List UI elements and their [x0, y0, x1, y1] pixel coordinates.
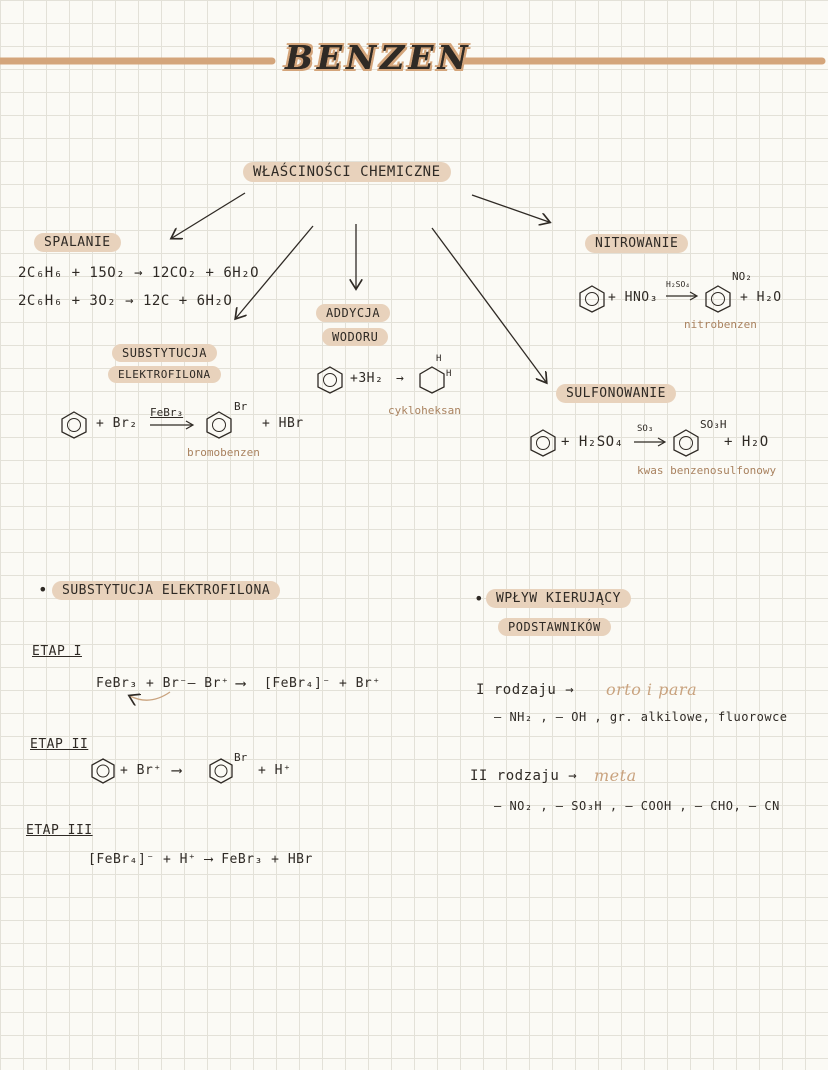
reaction-arrow-icon	[634, 437, 667, 447]
nitrowanie-product: + H₂O	[740, 290, 782, 305]
note-kwas-benzenosulfonowy: kwas benzenosulfonowy	[637, 464, 777, 477]
label-addycja-2: WODORU	[322, 328, 389, 346]
rodzaj-2-list: – NO₂ , – SO₃H , – COOH , – CHO, – CN	[494, 799, 780, 813]
etap-3-equation: [FeBr₄]⁻ + H⁺ ⟶ FeBr₃ + HBr	[88, 852, 313, 867]
substituent-so3h: SO₃H	[700, 418, 727, 431]
equation-spalanie-2: 2C₆H₆ + 3O₂ → 12C + 6H₂O	[18, 293, 233, 309]
label-sulfonowanie: SULFONOWANIE	[556, 384, 676, 403]
benzene-ring-icon	[705, 285, 731, 313]
etap-1-label: ETAP I	[32, 644, 82, 659]
addycja-arrow: →	[396, 371, 405, 386]
note-cykloheksan: cykloheksan	[388, 404, 461, 417]
substituent-no2: NO₂	[732, 270, 752, 283]
benzene-ring-icon	[579, 285, 605, 313]
section-heading-wplyw-1: WPŁYW KIERUJĄCY	[486, 589, 631, 608]
benzene-ring-icon	[317, 366, 343, 394]
etap-2-right: + H⁺	[258, 763, 292, 778]
substituent-br: Br	[234, 751, 248, 764]
reaction-arrow-icon	[150, 420, 195, 430]
note-nitrobenzen: nitrobenzen	[684, 318, 757, 331]
substytucja-reactant: + Br₂	[96, 416, 138, 431]
rodzaj-1-list: – NH₂ , – OH , gr. alkilowe, fluorowce	[494, 710, 788, 724]
label-spalanie: SPALANIE	[34, 233, 121, 252]
etap-1-left: FeBr₃ + Br⁻– Br⁺	[96, 676, 230, 691]
nitrowanie-reactant: + HNO₃	[608, 290, 658, 305]
etap-2-label: ETAP II	[30, 737, 89, 752]
addycja-reactant: +3H₂	[350, 371, 384, 386]
sulfonowanie-product: + H₂O	[724, 434, 769, 450]
label-nitrowanie: NITROWANIE	[585, 234, 689, 253]
label-substytucja-2: ELEKTROFILONA	[108, 366, 221, 383]
bullet: •	[474, 589, 485, 608]
label-addycja-1: ADDYCJA	[316, 304, 391, 322]
etap-3-label: ETAP III	[26, 823, 93, 838]
substytucja-product: + HBr	[262, 416, 304, 431]
sulfonowanie-catalyst: SO₃	[637, 424, 654, 434]
page-title: BENZEN	[285, 38, 472, 77]
note-bromobenzen: bromobenzen	[187, 446, 260, 459]
section-heading-substytucja: SUBSTYTUCJA ELEKTROFILONA	[52, 581, 281, 600]
etap-2-arrow: ⟶	[172, 761, 182, 779]
substytucja-catalyst: FeBr₃	[150, 406, 184, 419]
benzene-ring-icon	[91, 758, 115, 784]
nitrowanie-catalyst: H₂SO₄	[666, 280, 691, 289]
label-substytucja-1: SUBSTYTUCJA	[112, 344, 217, 362]
etap-1-arrow: ⟶	[236, 674, 246, 692]
etap-1-right: [FeBr₄]⁻ + Br⁺	[264, 676, 381, 691]
etap-2-left: + Br⁺	[120, 763, 162, 778]
substituent-br: Br	[234, 400, 248, 413]
cyclohexane-ring-icon	[419, 366, 445, 394]
bullet: •	[38, 580, 49, 599]
section-heading-chemical-properties: WŁAŚCINOŚCI CHEMICZNE	[243, 162, 451, 182]
rodzaj-2-label: II rodzaju →	[470, 768, 578, 784]
benzene-ring-icon	[206, 411, 232, 439]
hydrogen-label: H	[436, 354, 442, 364]
rodzaj-1-value: orto i para	[606, 680, 698, 699]
rodzaj-2-value: meta	[594, 766, 637, 785]
benzene-ring-icon	[209, 758, 233, 784]
reaction-arrow-icon	[666, 291, 699, 301]
sulfonowanie-reactant: + H₂SO₄	[561, 434, 624, 450]
section-heading-wplyw-2: PODSTAWNIKÓW	[498, 618, 611, 636]
rodzaj-1-label: I rodzaju →	[476, 682, 575, 698]
hydrogen-label: H	[446, 369, 452, 379]
benzene-ring-icon	[61, 411, 87, 439]
benzene-ring-icon	[530, 429, 556, 457]
equation-spalanie-1: 2C₆H₆ + 15O₂ → 12CO₂ + 6H₂O	[18, 265, 260, 281]
benzene-ring-icon	[673, 429, 699, 457]
